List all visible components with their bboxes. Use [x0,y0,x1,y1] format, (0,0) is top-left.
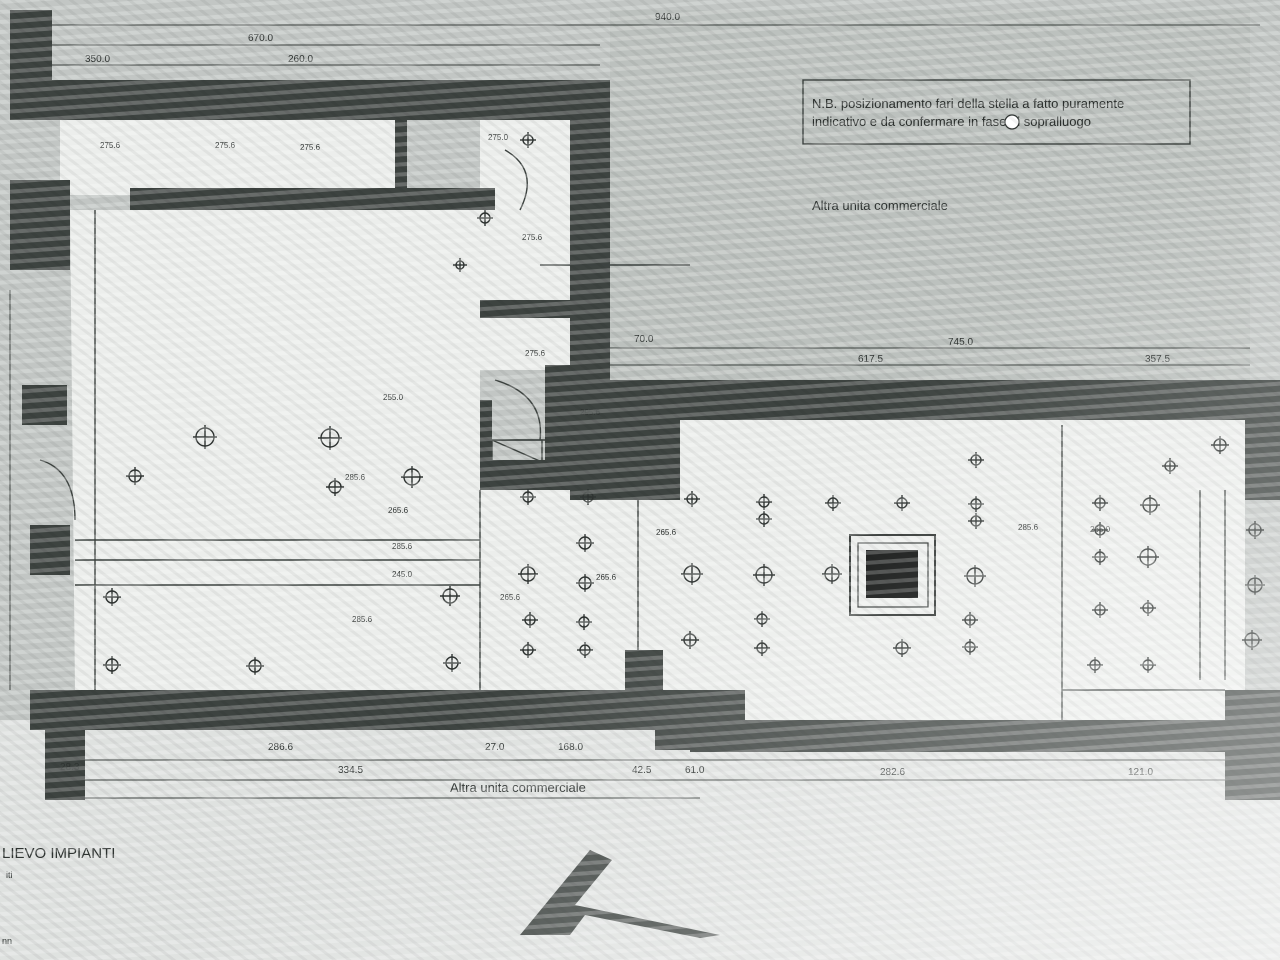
dim-bot-left: 28.3 [60,762,80,773]
dim-bot-f: 61.0 [685,765,705,776]
drawing-footer: nn [2,936,12,946]
dim-mid-c: 357.5 [1145,354,1170,365]
fixture-code-j: 265.6 [388,506,409,515]
fixture-code-o: 265.6 [596,573,617,582]
fixture-code-m: 285.6 [352,615,373,624]
dim-bot-g: 282.6 [880,767,905,778]
neighbor-label-top: Altra unita commerciale [812,198,948,213]
fixture-code-a: 275.6 [100,141,121,150]
fixture-code-f: 275.6 [525,349,546,358]
fixture-code-c: 275.6 [300,143,321,152]
dim-top-a: 670.0 [248,33,273,44]
dim-bot-c: 168.0 [558,742,583,753]
fixture-code-q: 285.6 [1018,523,1039,532]
fixture-code-b: 275.6 [215,141,236,150]
fixture-code-r: 265.0 [1090,525,1111,534]
note-line-1: N.B. posizionamento fari della stella a … [812,96,1124,111]
fixture-code-e: 275.6 [522,233,543,242]
drawing-title: LIEVO IMPIANTI [2,845,115,862]
fixture-code-l: 245.0 [392,570,413,579]
fixture-code-k: 285.6 [392,542,413,551]
dim-bot-a: 286.6 [268,742,293,753]
fixture-code-h: 255.0 [383,393,404,402]
dim-mid-d: 70.0 [634,334,654,345]
dim-bot-b: 27.0 [485,742,505,753]
dim-bot-e: 42.5 [632,765,652,776]
drawing-subtitle: iti [6,870,13,880]
fixture-code-d: 275.0 [488,133,509,142]
note-line-2: indicativo e da confermare in fase di so… [812,114,1091,129]
mouse-cursor-icon [1004,114,1020,130]
dim-top-total: 940.0 [655,12,680,23]
dim-top-c: 260.0 [288,54,313,65]
dim-bot-h: 121.0 [1128,767,1153,778]
fixture-code-p: 265.6 [656,528,677,537]
neighbor-unit-area-top [610,10,1250,380]
dim-top-b: 350.0 [85,54,110,65]
neighbor-label-bottom: Altra unita commerciale [450,780,586,795]
dim-bot-d: 334.5 [338,765,363,776]
fixture-code-g: 295.6 [580,408,601,417]
dim-mid-a: 745.0 [948,337,973,348]
fixture-code-n: 265.6 [500,593,521,602]
fixture-code-i: 285.6 [345,473,366,482]
room-top-strip [60,120,405,195]
dim-mid-b: 617.5 [858,354,883,365]
